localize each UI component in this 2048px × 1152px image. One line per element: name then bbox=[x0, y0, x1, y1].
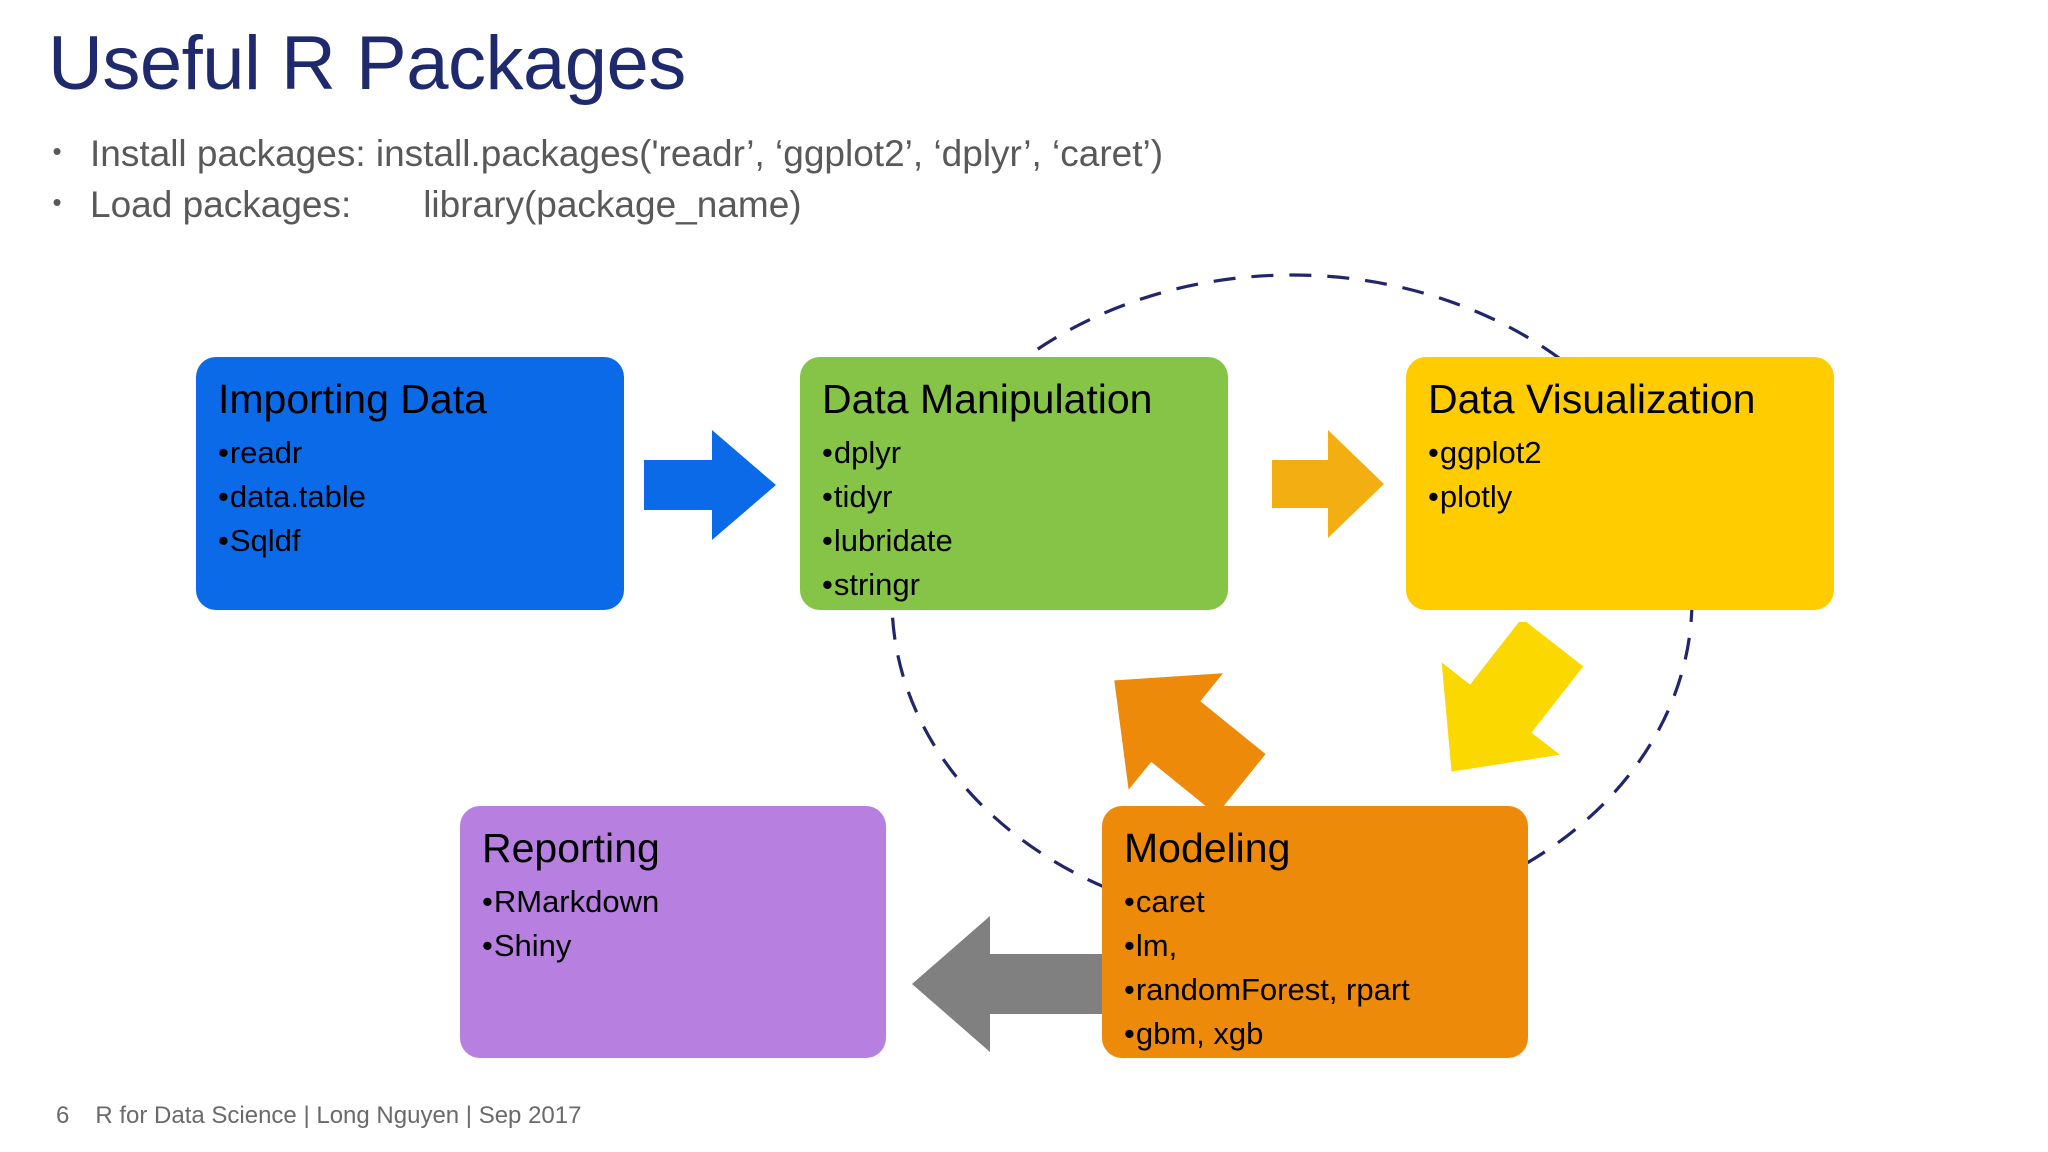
process-box-reporting[interactable]: Reporting • RMarkdown • Shiny bbox=[460, 806, 886, 1058]
list-bullet-icon: • bbox=[822, 523, 833, 559]
box-list-item: • readr bbox=[218, 437, 602, 469]
slide-footer: 6 R for Data Science | Long Nguyen | Sep… bbox=[56, 1102, 581, 1130]
list-bullet-icon: • bbox=[1124, 1016, 1135, 1052]
page-title: Useful R Packages bbox=[48, 21, 686, 106]
footer-text: R for Data Science | Long Nguyen | Sep 2… bbox=[95, 1102, 582, 1129]
box-list-item: • gbm, xgb bbox=[1124, 1018, 1506, 1050]
box-item-label: plotly bbox=[1439, 479, 1513, 515]
box-item-label: gbm, xgb bbox=[1135, 1016, 1264, 1052]
box-item-label: readr bbox=[229, 435, 303, 471]
list-bullet-icon: • bbox=[482, 884, 493, 920]
box-item-label: Shiny bbox=[493, 928, 572, 964]
box-list-item: • caret bbox=[1124, 886, 1506, 918]
box-list-item: • Sqldf bbox=[218, 525, 602, 557]
box-list-item: • data.table bbox=[218, 481, 602, 513]
bullet-item-load: • Load packages: library(package_name) bbox=[24, 179, 1724, 230]
box-list-item: • lm, bbox=[1124, 930, 1506, 962]
process-box-importing-data[interactable]: Importing Data • readr • data.table • Sq… bbox=[196, 357, 624, 610]
list-bullet-icon: • bbox=[1124, 928, 1135, 964]
box-list-item: • RMarkdown bbox=[482, 886, 864, 918]
list-bullet-icon: • bbox=[822, 479, 833, 515]
box-item-label: caret bbox=[1135, 884, 1205, 920]
list-bullet-icon: • bbox=[1124, 884, 1135, 920]
process-box-data-manipulation[interactable]: Data Manipulation • dplyr • tidyr • lubr… bbox=[800, 357, 1228, 610]
bullet-dot-icon: • bbox=[52, 187, 62, 218]
list-bullet-icon: • bbox=[218, 479, 229, 515]
list-bullet-icon: • bbox=[218, 435, 229, 471]
box-item-label: lm, bbox=[1135, 928, 1178, 964]
bullet-dot-icon: • bbox=[52, 136, 62, 166]
box-list-item: • plotly bbox=[1428, 481, 1812, 513]
box-item-label: data.table bbox=[229, 479, 367, 515]
process-box-modeling[interactable]: Modeling • caret • lm, • randomForest, r… bbox=[1102, 806, 1528, 1058]
bullet-text-load: Load packages: library(package_name) bbox=[90, 184, 802, 226]
process-box-data-visualization[interactable]: Data Visualization • ggplot2 • plotly bbox=[1406, 357, 1834, 610]
bullet-text-install: Install packages: install.packages('read… bbox=[90, 133, 1164, 174]
box-item-label: RMarkdown bbox=[493, 884, 660, 920]
box-list-item: • tidyr bbox=[822, 481, 1206, 513]
arrow-importing-to-manipulation-icon bbox=[644, 430, 776, 540]
list-bullet-icon: • bbox=[482, 928, 493, 964]
list-bullet-icon: • bbox=[218, 523, 229, 559]
box-title-data-manipulation: Data Manipulation bbox=[822, 376, 1153, 422]
box-title-reporting: Reporting bbox=[482, 825, 660, 871]
arrow-modeling-to-reporting-icon bbox=[912, 916, 1112, 1052]
box-item-label: dplyr bbox=[833, 435, 902, 471]
box-title-data-visualization: Data Visualization bbox=[1428, 376, 1756, 422]
box-list-item: • stringr bbox=[822, 569, 1206, 601]
page-number: 6 bbox=[56, 1102, 70, 1129]
box-list-item: • randomForest, rpart bbox=[1124, 974, 1506, 1006]
arrow-visualization-to-modeling-icon bbox=[1441, 622, 1584, 772]
box-item-label: lubridate bbox=[833, 523, 953, 559]
list-bullet-icon: • bbox=[1428, 479, 1439, 515]
arrow-manipulation-to-visualization-icon bbox=[1272, 430, 1384, 538]
box-list-item: • dplyr bbox=[822, 437, 1206, 469]
bullet-item-install: • Install packages: install.packages('re… bbox=[24, 128, 1724, 179]
list-bullet-icon: • bbox=[1428, 435, 1439, 471]
box-item-label: randomForest, rpart bbox=[1135, 972, 1410, 1008]
bullet-list: • Install packages: install.packages('re… bbox=[24, 128, 1724, 230]
box-list-item: • Shiny bbox=[482, 930, 864, 962]
arrow-modeling-to-manipulation-icon bbox=[1114, 673, 1266, 815]
box-item-label: Sqldf bbox=[229, 523, 301, 559]
list-bullet-icon: • bbox=[822, 567, 833, 603]
box-list-item: • ggplot2 bbox=[1428, 437, 1812, 469]
box-item-label: tidyr bbox=[833, 479, 893, 515]
box-item-label: ggplot2 bbox=[1439, 435, 1542, 471]
box-list-item: • lubridate bbox=[822, 525, 1206, 557]
box-item-label: stringr bbox=[833, 567, 920, 603]
box-title-importing-data: Importing Data bbox=[218, 376, 487, 422]
list-bullet-icon: • bbox=[1124, 972, 1135, 1008]
box-title-modeling: Modeling bbox=[1124, 825, 1291, 871]
list-bullet-icon: • bbox=[822, 435, 833, 471]
